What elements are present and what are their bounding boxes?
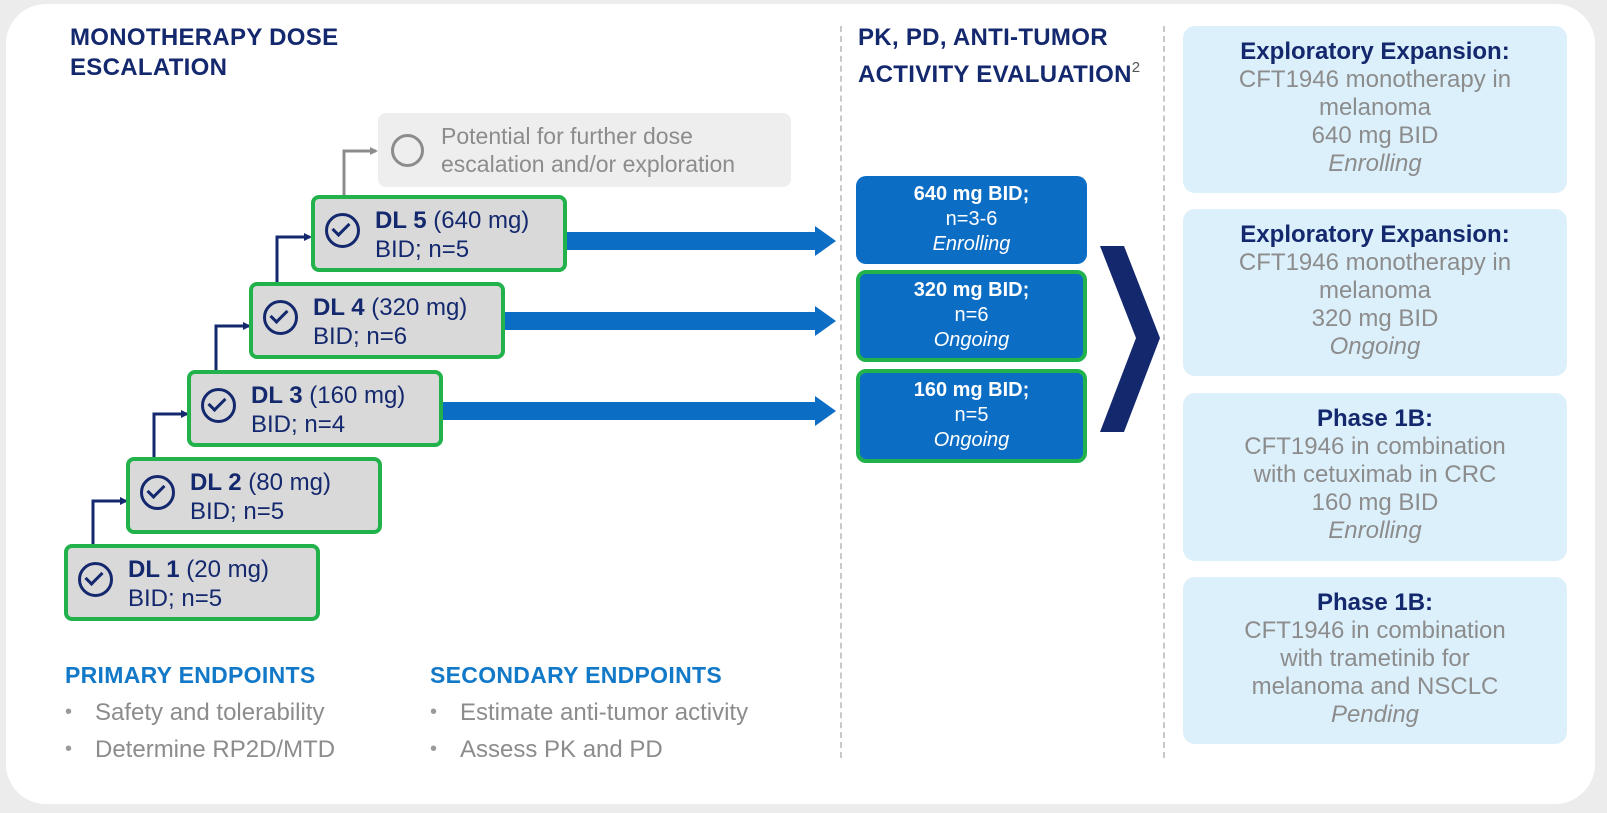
expansion-box-2: Exploratory Expansion: CFT1946 monothera… bbox=[1183, 209, 1567, 376]
pk-evaluation-header: PK, PD, ANTI-TUMOR ACTIVITY EVALUATION2 bbox=[858, 24, 1141, 88]
chevron-icon bbox=[1100, 246, 1160, 432]
pk-box-160: 160 mg BID; n=5 Ongoing bbox=[856, 369, 1087, 463]
dose-level-5: DL 5 (640 mg)BID; n=5 bbox=[311, 195, 567, 272]
arrow-dl5-pk bbox=[565, 226, 836, 256]
primary-endpoints-title: PRIMARY ENDPOINTS bbox=[65, 662, 316, 688]
pk-box-320: 320 mg BID; n=6 Ongoing bbox=[856, 270, 1087, 362]
dose-level-1: DL 1 (20 mg)BID; n=5 bbox=[64, 544, 320, 621]
dose-level-2: DL 2 (80 mg)BID; n=5 bbox=[126, 457, 382, 534]
dose-escalation-header: MONOTHERAPY DOSE ESCALATION bbox=[70, 24, 339, 81]
connector-dl4-dl5 bbox=[275, 233, 312, 283]
secondary-endpoints-list: Estimate anti-tumor activity Assess PK a… bbox=[430, 694, 748, 768]
arrow-dl3-pk bbox=[441, 396, 836, 426]
list-item: Determine RP2D/MTD bbox=[65, 731, 335, 768]
check-circle-icon bbox=[78, 562, 113, 597]
connector-dl2-dl3 bbox=[152, 410, 189, 458]
dose-level-4: DL 4 (320 mg)BID; n=6 bbox=[249, 282, 505, 359]
check-circle-icon bbox=[325, 213, 360, 248]
list-item: Assess PK and PD bbox=[430, 731, 748, 768]
empty-circle-icon bbox=[391, 134, 424, 167]
pk-box-640: 640 mg BID; n=3-6 Enrolling bbox=[856, 176, 1087, 264]
list-item: Estimate anti-tumor activity bbox=[430, 694, 748, 731]
check-circle-icon bbox=[263, 300, 298, 335]
secondary-endpoints-title: SECONDARY ENDPOINTS bbox=[430, 662, 722, 688]
list-item: Safety and tolerability bbox=[65, 694, 335, 731]
arrow-dl4-pk bbox=[503, 306, 836, 336]
divider-left bbox=[840, 26, 842, 758]
footnote-marker: 2 bbox=[1131, 59, 1141, 76]
primary-endpoints-list: Safety and tolerability Determine RP2D/M… bbox=[65, 694, 335, 768]
connector-dl1-dl2 bbox=[91, 497, 128, 545]
expansion-box-1: Exploratory Expansion: CFT1946 monothera… bbox=[1183, 26, 1567, 193]
expansion-box-4: Phase 1B: CFT1946 in combination with tr… bbox=[1183, 577, 1567, 744]
check-circle-icon bbox=[201, 388, 236, 423]
divider-right bbox=[1163, 26, 1165, 758]
expansion-box-3: Phase 1B: CFT1946 in combination with ce… bbox=[1183, 393, 1567, 561]
potential-escalation-box: Potential for further dose escalation an… bbox=[378, 113, 791, 187]
connector-dl3-dl4 bbox=[214, 322, 251, 371]
connector-dl5-potential bbox=[342, 147, 378, 195]
check-circle-icon bbox=[140, 475, 175, 510]
dose-level-3: DL 3 (160 mg)BID; n=4 bbox=[187, 370, 443, 447]
